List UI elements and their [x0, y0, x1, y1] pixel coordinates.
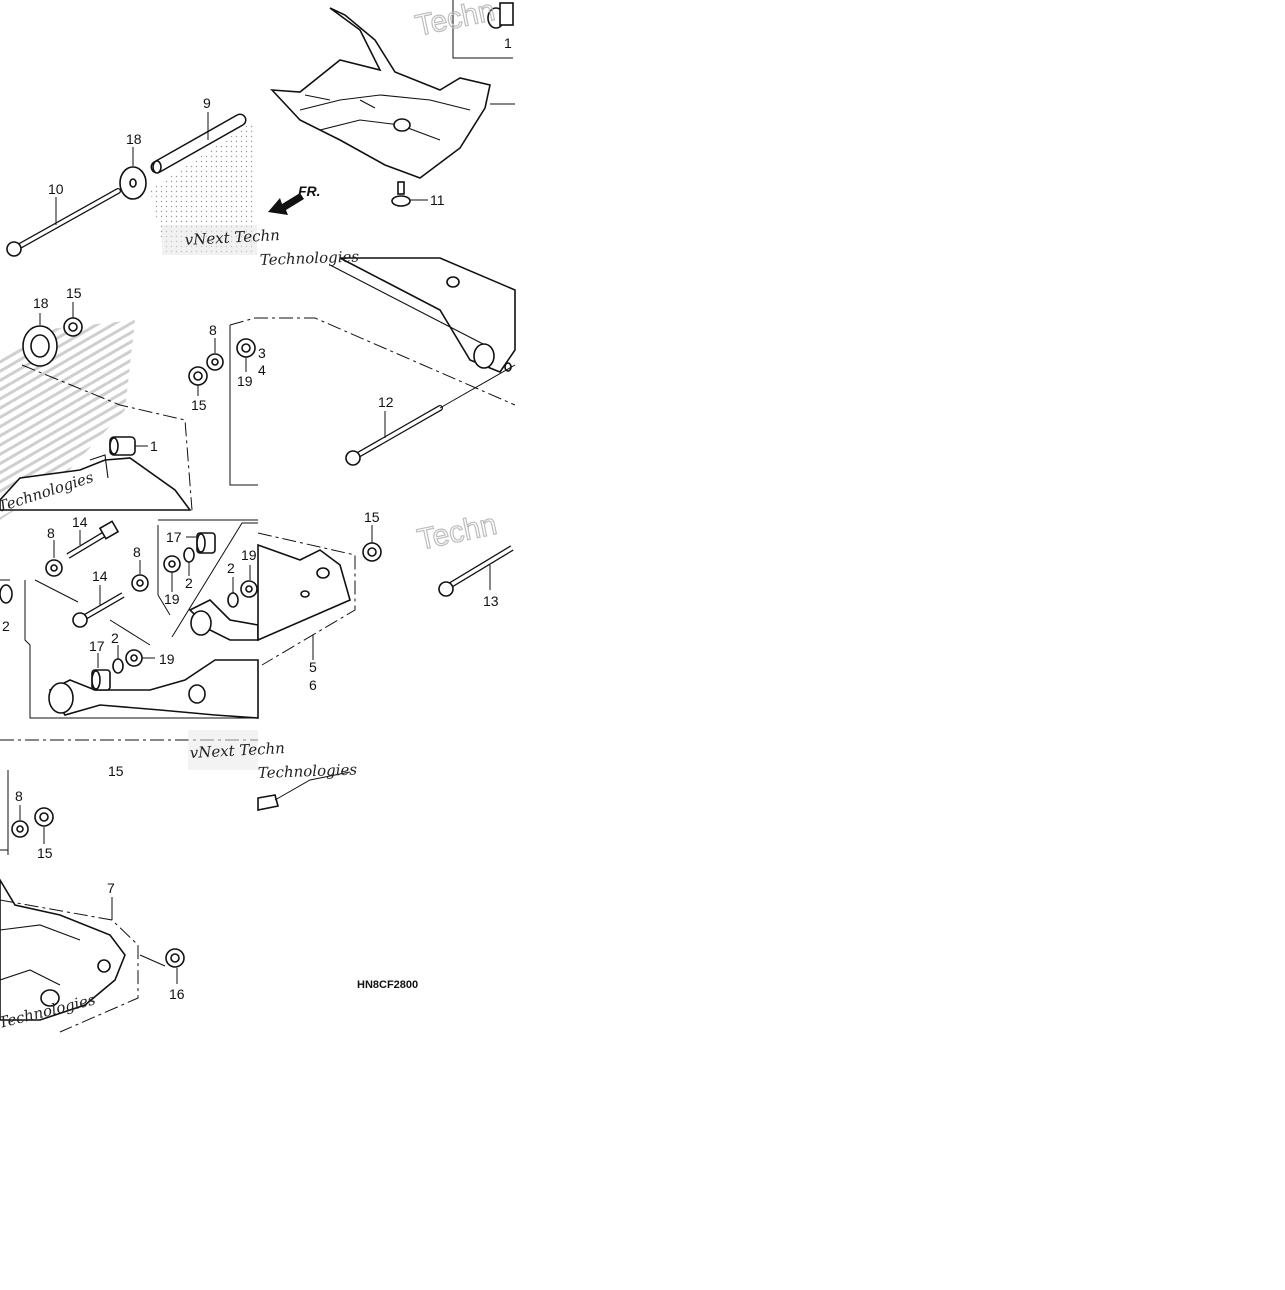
callout-5: 5 — [309, 659, 317, 675]
tile-top-left — [6, 112, 257, 257]
callout-2b: 2 — [185, 575, 193, 591]
callout-16: 16 — [169, 986, 185, 1002]
callout-8d: 8 — [15, 788, 23, 804]
front-arrow-label: FR. — [298, 183, 321, 199]
callout-17a: 17 — [166, 529, 182, 545]
callout-14a: 14 — [72, 514, 88, 530]
part-nut-19d — [240, 580, 258, 598]
part-oring-2d — [227, 592, 239, 608]
part-bolt-12 — [345, 405, 443, 466]
diagram-code: HN8CF2800 — [357, 979, 418, 991]
part-pipe-9 — [150, 113, 247, 174]
callout-11: 11 — [430, 192, 445, 208]
part-washer-8c — [131, 574, 149, 592]
callout-9: 9 — [203, 95, 211, 111]
callout-2a: 2 — [2, 618, 10, 634]
part-oring-2a — [0, 584, 13, 604]
part-bolt-10 — [6, 188, 121, 257]
callout-18b: 18 — [33, 295, 49, 311]
part-arm-7 — [0, 878, 126, 1021]
tile-top-middle: FR. — [268, 0, 515, 215]
watermark-top: Techn — [413, 0, 498, 43]
part-nut-16 — [165, 948, 185, 968]
watermark-middle: Techn — [415, 508, 500, 557]
callout-14b: 14 — [92, 568, 108, 584]
callout-15c: 15 — [364, 509, 380, 525]
callout-19d: 19 — [241, 547, 257, 563]
callout-15b: 15 — [191, 397, 207, 413]
callout-19a: 19 — [237, 373, 253, 389]
watermark-tech-1: Technologies — [260, 248, 360, 269]
callout-19c: 19 — [159, 651, 175, 667]
callout-15a: 15 — [66, 285, 82, 301]
part-nut-15c — [362, 542, 382, 562]
callout-15d: 15 — [37, 845, 53, 861]
watermark-vnext-2: vNext Techn — [189, 739, 285, 762]
part-washer-8a — [206, 353, 224, 371]
part-bolt-13 — [438, 545, 514, 597]
callout-12: 12 — [378, 394, 394, 410]
part-nut-15a — [63, 317, 83, 337]
callout-2c: 2 — [111, 630, 119, 646]
callout-8a: 8 — [209, 322, 217, 338]
watermark-tech-2: Technologies — [258, 761, 358, 782]
part-collar-1 — [109, 436, 136, 456]
front-arrow-icon — [268, 193, 304, 215]
callout-1-top: 1 — [504, 35, 512, 51]
callout-4: 4 — [258, 362, 266, 378]
part-nut-19b — [163, 555, 181, 573]
part-oring-2c — [112, 658, 124, 674]
part-bushing-18b — [22, 325, 58, 367]
callout-6: 6 — [309, 677, 317, 693]
part-bushing-17a — [196, 532, 216, 554]
callout-15e: 15 — [108, 763, 124, 779]
callout-13: 13 — [483, 593, 499, 609]
tile-middle-center — [188, 257, 516, 486]
part-skid-plate — [270, 7, 491, 179]
callout-8b: 8 — [47, 525, 55, 541]
part-bolt-14a — [66, 520, 120, 559]
callout-8c: 8 — [133, 544, 141, 560]
callout-17b: 17 — [89, 638, 105, 654]
tile-lower-center — [227, 525, 514, 811]
callout-10: 10 — [48, 181, 64, 197]
tile-bottom-left — [0, 770, 185, 1033]
callout-2d: 2 — [227, 560, 235, 576]
callout-7: 7 — [107, 880, 115, 896]
part-nut-15b — [188, 366, 208, 386]
part-washer-8d — [11, 820, 29, 838]
part-washer-8b — [45, 559, 63, 577]
tile-middle-left — [0, 302, 193, 520]
callout-18a: 18 — [126, 131, 142, 147]
part-bushing-17b — [91, 669, 111, 691]
part-bushing-18 — [119, 166, 147, 200]
part-nut-19a — [236, 338, 256, 358]
callout-3: 3 — [258, 345, 266, 361]
tile-lower-left — [0, 519, 259, 770]
callout-1: 1 — [150, 438, 158, 454]
part-bolt-14b — [72, 592, 125, 628]
callout-19b: 19 — [164, 591, 180, 607]
part-oring-2b — [183, 547, 195, 563]
part-bolt-11 — [391, 181, 411, 207]
watermark-vnext-1: vNext Techn — [184, 226, 280, 249]
part-nut-19c — [125, 649, 143, 667]
part-nut-15d — [34, 807, 54, 827]
